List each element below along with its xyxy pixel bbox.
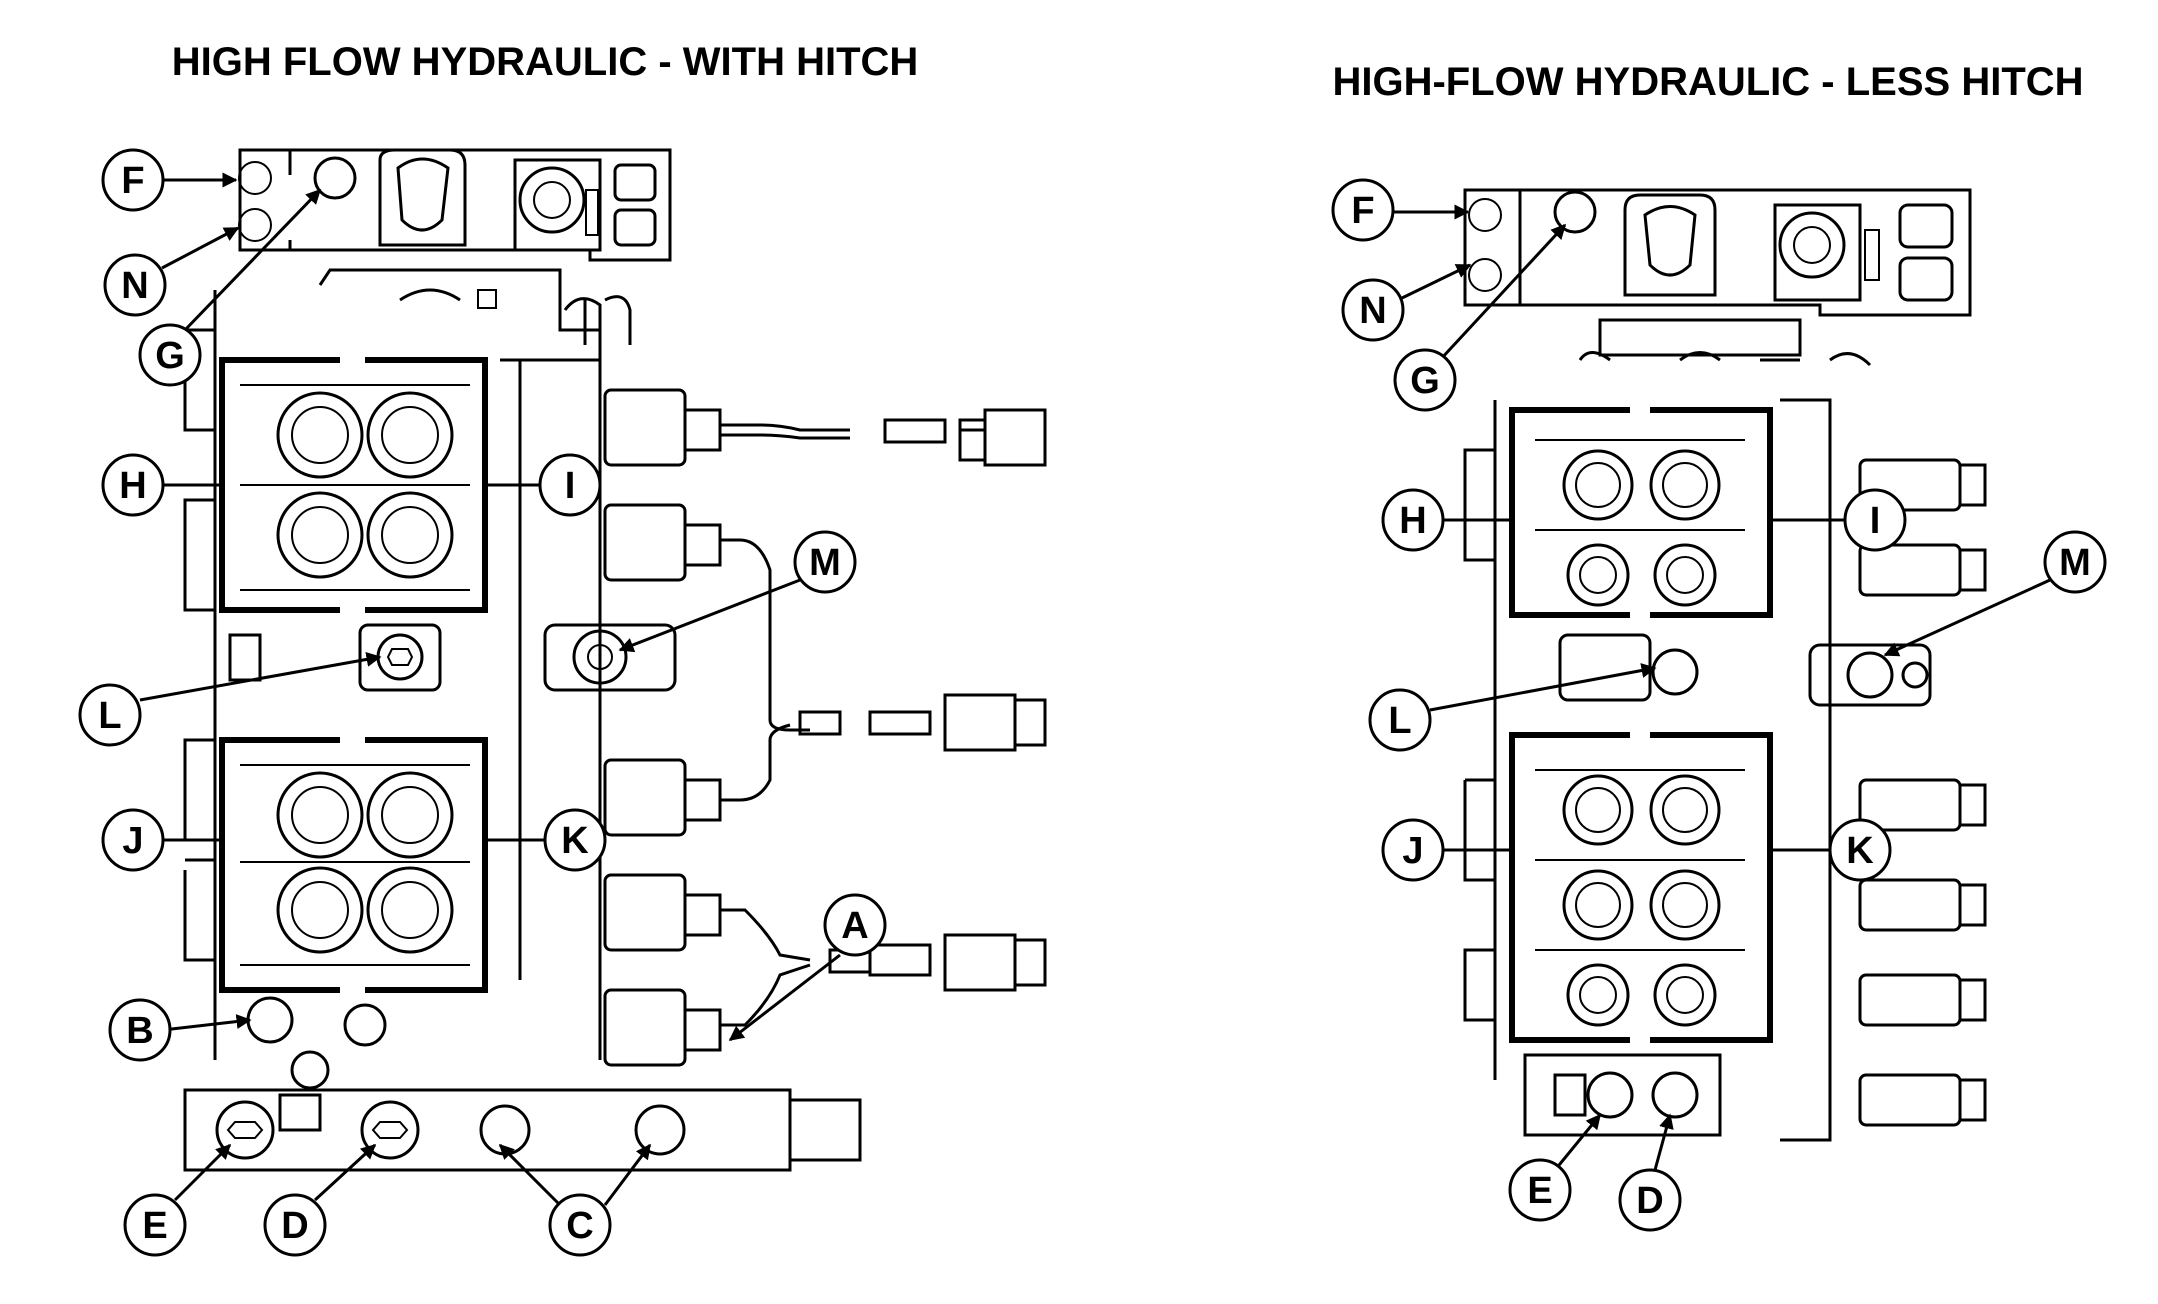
left-lower-valve-section (219, 737, 488, 993)
right-valve-assembly (1463, 188, 1987, 1142)
left-callout-N: N (103, 253, 167, 317)
svg-text:H: H (1399, 500, 1426, 542)
right-leader-lines (1393, 204, 2051, 1171)
svg-text:F: F (121, 160, 144, 202)
right-callout-I: I (1843, 488, 1907, 552)
left-callout-J: J (101, 808, 165, 872)
left-callout-L: L (78, 683, 142, 747)
svg-text:D: D (281, 1205, 308, 1247)
svg-text:J: J (1402, 830, 1423, 872)
right-lower-valve-section (1509, 732, 1773, 1043)
svg-text:E: E (1527, 1170, 1552, 1212)
svg-text:J: J (122, 820, 143, 862)
svg-text:I: I (1870, 500, 1881, 542)
svg-text:I: I (565, 465, 576, 507)
left-diagram-title: HIGH FLOW HYDRAULIC - WITH HITCH (172, 40, 919, 84)
right-callout-F: F (1331, 178, 1395, 242)
svg-text:M: M (2059, 542, 2091, 584)
right-callout-J: J (1381, 818, 1445, 882)
svg-text:G: G (155, 335, 185, 377)
left-callout-E: E (123, 1193, 187, 1257)
right-diagram-title: HIGH-FLOW HYDRAULIC - LESS HITCH (1332, 60, 2083, 104)
svg-text:H: H (119, 465, 146, 507)
left-callout-G: G (138, 323, 202, 387)
right-callout-K: K (1828, 818, 1892, 882)
svg-text:F: F (1351, 190, 1374, 232)
svg-text:A: A (841, 905, 868, 947)
left-leader-lines (139, 172, 841, 1207)
left-callout-C: C (548, 1193, 612, 1257)
svg-text:L: L (1388, 700, 1411, 742)
right-callout-D: D (1618, 1168, 1682, 1232)
left-callout-K: K (543, 808, 607, 872)
right-upper-valve-section (1509, 407, 1773, 618)
svg-text:N: N (1359, 290, 1386, 332)
svg-text:K: K (1846, 830, 1874, 872)
svg-text:N: N (121, 265, 148, 307)
svg-text:L: L (98, 695, 121, 737)
right-callout-N: N (1341, 278, 1405, 342)
left-callout-A: A (823, 893, 887, 957)
svg-text:M: M (809, 542, 841, 584)
svg-text:D: D (1636, 1180, 1663, 1222)
left-callout-D: D (263, 1193, 327, 1257)
svg-text:B: B (126, 1010, 153, 1052)
svg-text:C: C (566, 1205, 593, 1247)
right-callouts: F N G H I M L J K E D (1331, 178, 2107, 1232)
left-callouts: F N G H I M L J K A B E D C (78, 148, 887, 1257)
left-callout-F: F (101, 148, 165, 212)
svg-text:G: G (1410, 360, 1440, 402)
svg-text:E: E (142, 1205, 167, 1247)
left-callout-B: B (108, 998, 172, 1062)
right-callout-M: M (2043, 530, 2107, 594)
right-callout-G: G (1393, 348, 1457, 412)
left-valve-assembly (183, 148, 1047, 1172)
right-callout-L: L (1368, 688, 1432, 752)
right-callout-E: E (1508, 1158, 1572, 1222)
left-callout-I: I (538, 453, 602, 517)
right-callout-H: H (1381, 488, 1445, 552)
svg-text:K: K (561, 820, 589, 862)
left-callout-M: M (793, 530, 857, 594)
left-upper-valve-section (219, 357, 488, 613)
left-callout-H: H (101, 453, 165, 517)
